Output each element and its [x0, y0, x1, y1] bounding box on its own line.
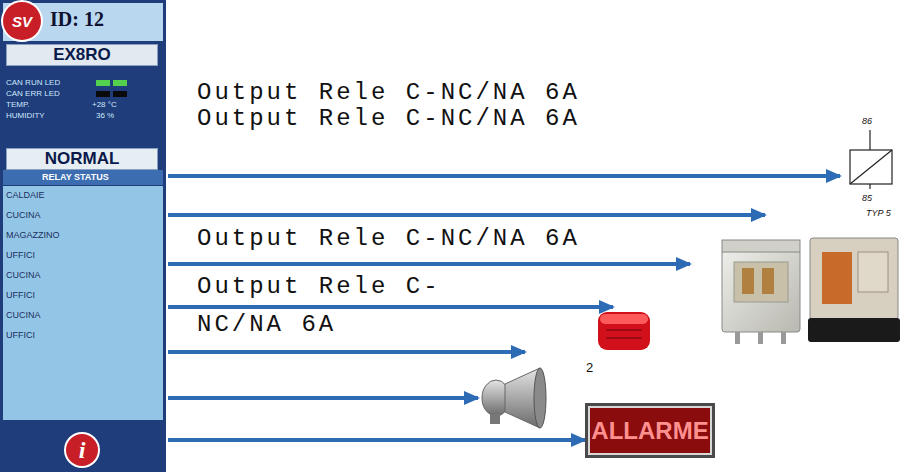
output-arrow — [168, 438, 585, 442]
relay-name: CUCINA — [6, 270, 41, 280]
device-id: ID: 12 — [50, 8, 104, 31]
relay-photo — [722, 238, 900, 344]
screen-background — [0, 0, 166, 472]
callout-number: 2 — [586, 360, 593, 375]
relay-name: CUCINA — [6, 210, 41, 220]
logo: SV — [3, 2, 41, 40]
relay-name: MAGAZZINO — [6, 230, 60, 240]
model-box-text: EX8RO — [53, 45, 111, 65]
info-icon: i — [66, 434, 98, 466]
status-line: CAN ERR LED — [6, 89, 60, 98]
part-type: TYP 5 — [866, 208, 891, 218]
output-label: Output Rele C-NC/NA 6A — [197, 106, 580, 132]
model-box: EX8RO — [6, 44, 158, 66]
relay-name: UFFICI — [6, 330, 35, 340]
output-label: Output Rele C- NC/NA 6A — [197, 268, 459, 344]
output-arrows — [168, 176, 840, 398]
device-screen: SV ID: 12 CAN RUN LED CAN ERR LED TEMP. +28 °… — [0, 0, 166, 472]
status-line: CAN RUN LED — [6, 78, 60, 87]
alarm-sign: ALLARME — [585, 403, 715, 458]
relay-name: CALDAIE — [6, 190, 45, 200]
relay-name: CUCINA — [6, 310, 41, 320]
status-value: 36 % — [96, 111, 114, 120]
status-box: NORMAL — [6, 148, 158, 170]
output-label: Output Rele C-NC/NA 6A — [197, 226, 580, 252]
siren-icon — [598, 312, 650, 350]
pin-number: 86 — [862, 116, 872, 126]
relay-name: UFFICI — [6, 290, 35, 300]
status-box-text: NORMAL — [45, 149, 120, 169]
horn-icon — [482, 368, 546, 428]
status-line: TEMP. — [6, 100, 29, 109]
section-heading: RELAY STATUS — [42, 172, 109, 182]
relay-symbol — [850, 130, 892, 189]
output-label: Output Rele C-NC/NA 6A — [197, 80, 580, 106]
status-line: HUMIDITY — [6, 111, 45, 120]
status-value: +28 °C — [92, 100, 117, 109]
alarm-sign-text: ALLARME — [591, 417, 708, 445]
relay-name: UFFICI — [6, 250, 35, 260]
pin-number: 85 — [862, 193, 872, 203]
